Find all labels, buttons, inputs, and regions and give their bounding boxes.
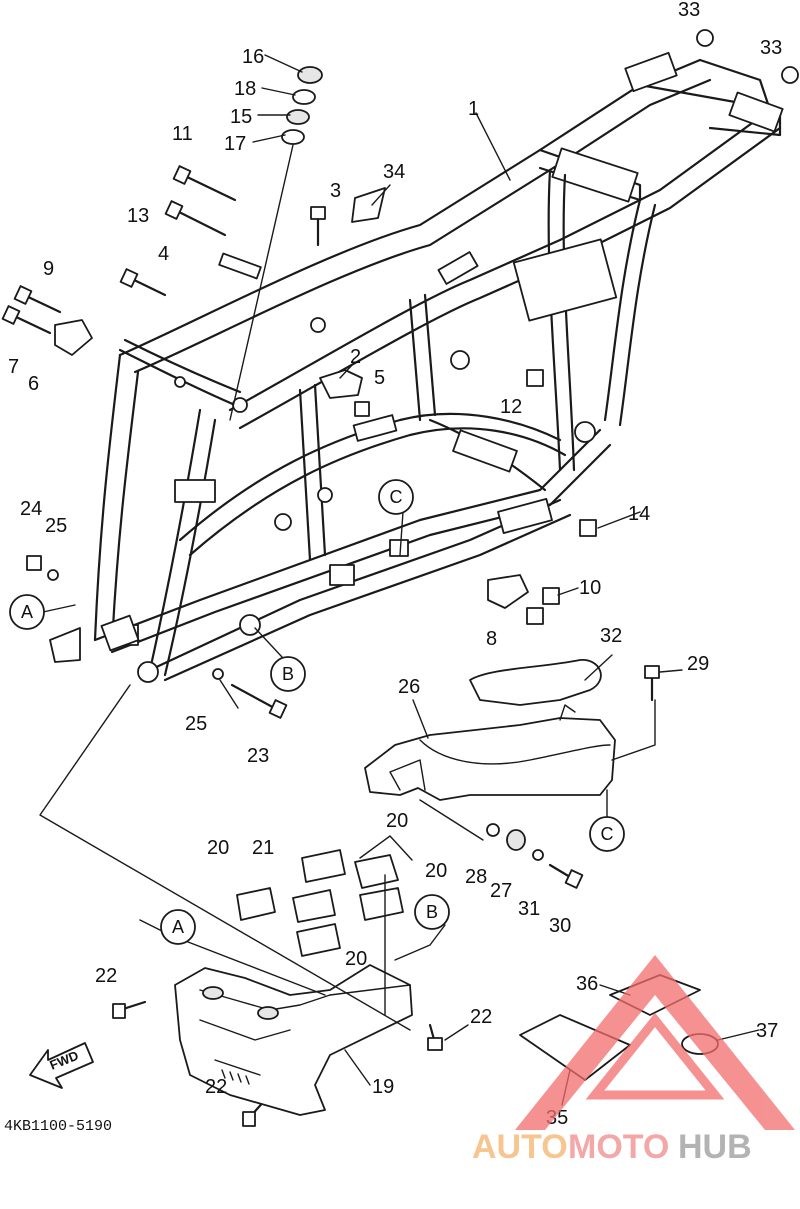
part-number-36: 36: [576, 973, 598, 995]
bolts: [1, 165, 660, 1127]
part-number-26: 26: [398, 676, 420, 698]
diagram-code: 4KB1100-5190: [4, 1118, 112, 1135]
part-number-24: 24: [20, 498, 42, 520]
nuts-and-washers: [26, 29, 799, 861]
part-number-22-a: 22: [95, 965, 117, 987]
part-number-17: 17: [224, 133, 246, 155]
part-number-21: 21: [252, 837, 274, 859]
part-number-10: 10: [579, 577, 601, 599]
part-number-19: 19: [372, 1076, 394, 1098]
part-number-labels: 1 2 3 4 5 6 7 8 9 10 11 12 13 14 15 16 1…: [8, 0, 782, 1129]
callout-c-guard-label: C: [601, 824, 614, 844]
part-number-4: 4: [158, 243, 169, 265]
watermark-triangle-icon: [515, 955, 795, 1130]
part-number-20-b: 20: [386, 810, 408, 832]
callout-b-frame: [270, 656, 306, 692]
part-number-11: 11: [172, 123, 193, 145]
part-number-25-a: 25: [45, 515, 67, 537]
part-number-23: 23: [247, 745, 269, 767]
plates: [54, 187, 529, 609]
watermark-moto: MOTO: [568, 1128, 669, 1166]
part-number-6: 6: [28, 373, 39, 395]
part-number-20-a: 20: [207, 837, 229, 859]
callout-c-frame-label: C: [390, 487, 403, 507]
part-number-7: 7: [8, 356, 19, 378]
callout-b-plate: [414, 894, 450, 930]
callout-circles: A B C C A B: [9, 479, 625, 945]
part-number-20-d: 20: [345, 948, 367, 970]
part-number-22-c: 22: [205, 1076, 227, 1098]
stacked-rubbers-15-18: [229, 66, 323, 421]
dampers-20-21: [236, 849, 404, 957]
part-number-37: 37: [756, 1020, 778, 1042]
part-number-9: 9: [43, 258, 54, 280]
watermark-hub: HUB: [678, 1128, 752, 1166]
part-number-33-a: 33: [678, 0, 700, 21]
part-number-27: 27: [490, 880, 512, 902]
part-number-32: 32: [600, 625, 622, 647]
cover-32: [469, 659, 602, 706]
part-number-12: 12: [500, 396, 522, 418]
callout-b-frame-label: B: [282, 664, 294, 684]
part-number-30: 30: [549, 915, 571, 937]
part-number-2: 2: [350, 346, 361, 368]
part-number-28: 28: [465, 866, 487, 888]
part-number-14: 14: [628, 503, 650, 525]
part-number-25-b: 25: [185, 713, 207, 735]
callout-a-plate-label: A: [172, 917, 184, 937]
part-number-22-b: 22: [470, 1006, 492, 1028]
callout-a-frame: [9, 594, 45, 630]
callout-a-plate: [160, 909, 196, 945]
callout-c-frame: [378, 479, 414, 515]
watermark-auto: AUTO: [472, 1128, 568, 1166]
automotohub-watermark: AUTO MOTO HUB: [472, 955, 795, 1166]
callout-c-guard: [589, 816, 625, 852]
part-number-3: 3: [330, 180, 341, 202]
callout-b-plate-label: B: [426, 902, 438, 922]
leader-lines: [39, 54, 760, 1106]
part-number-13: 13: [127, 205, 149, 227]
part-number-34: 34: [383, 161, 405, 183]
skid-plate-19: [174, 964, 413, 1116]
main-frame: [49, 51, 784, 683]
part-number-31: 31: [518, 898, 540, 920]
part-number-29: 29: [687, 653, 709, 675]
part-number-33-b: 33: [760, 37, 782, 59]
part-number-5: 5: [374, 367, 385, 389]
part-number-16: 16: [242, 46, 264, 68]
part-number-15: 15: [230, 106, 252, 128]
fwd-arrow-icon: FWD: [29, 1042, 94, 1089]
part-number-20-c: 20: [425, 860, 447, 882]
part-number-18: 18: [234, 78, 256, 100]
part-number-8: 8: [486, 628, 497, 650]
part-number-1: 1: [468, 98, 479, 120]
callout-a-frame-label: A: [21, 602, 33, 622]
heat-guard-26: [364, 704, 616, 801]
